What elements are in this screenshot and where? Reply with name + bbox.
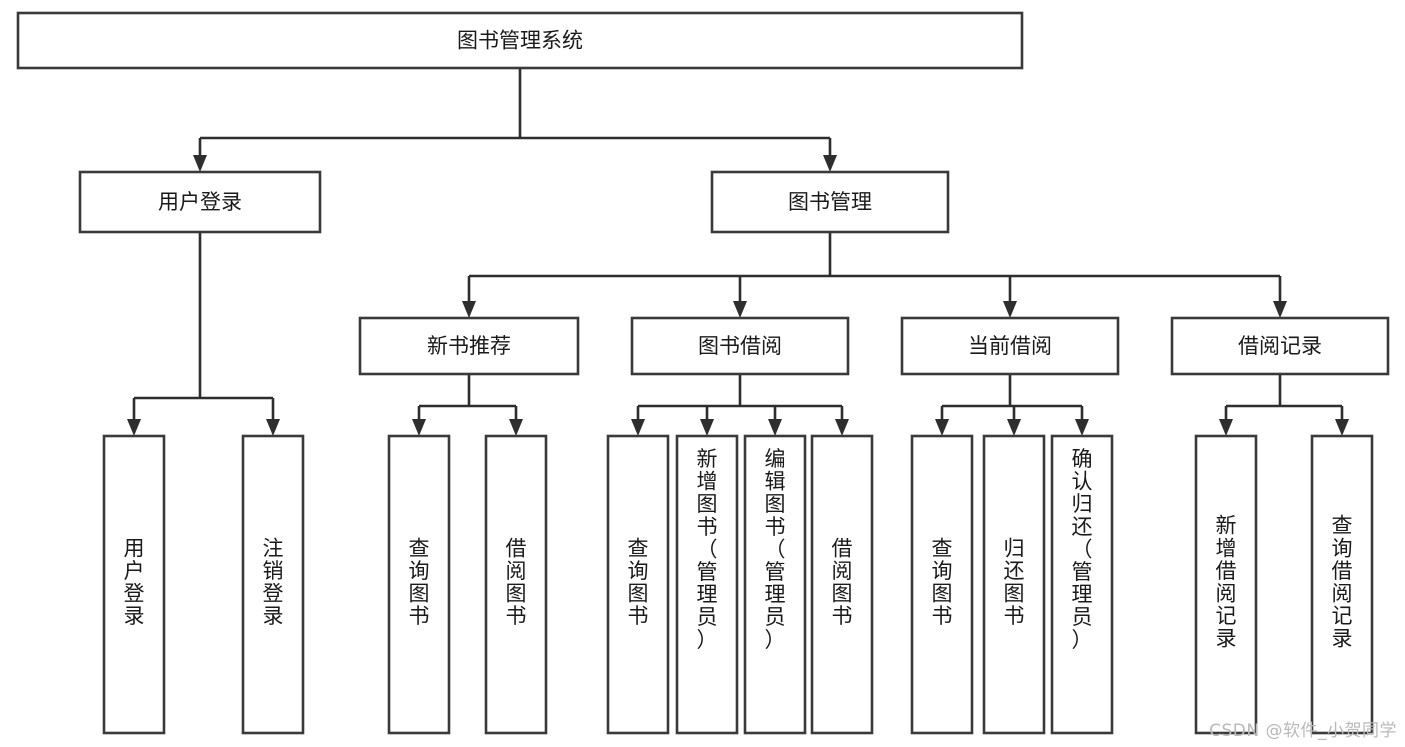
- arrowhead: [266, 419, 280, 436]
- node-label-book-manage: 图书管理: [788, 190, 872, 214]
- arrowhead: [127, 419, 141, 436]
- node-leaf-return-book[interactable]: 归还图书: [982, 434, 1046, 735]
- arrowhead: [1219, 419, 1233, 436]
- node-box-leaf-borrow-book-2: [810, 434, 874, 735]
- node-box-leaf-query-book-1: [387, 434, 451, 735]
- node-label-new-book-rec: 新书推荐: [427, 334, 511, 358]
- node-leaf-query-book-2[interactable]: 查询图书: [606, 434, 670, 735]
- node-box-leaf-query-book-3: [910, 434, 974, 735]
- node-label-leaf-query-book-3: 查询图书: [932, 536, 953, 628]
- node-box-borrow-record: [1170, 316, 1390, 376]
- node-leaf-confirm-return[interactable]: 确认归还（管理员）: [1050, 434, 1114, 735]
- arrowhead: [193, 155, 207, 172]
- node-label-leaf-borrow-book-2: 借阅图书: [832, 536, 853, 628]
- node-label-book-borrow: 图书借阅: [698, 334, 782, 358]
- node-root[interactable]: 图书管理系统: [16, 11, 1024, 70]
- node-label-leaf-logout-login: 注销登录: [263, 536, 284, 628]
- node-leaf-user-login[interactable]: 用户登录: [102, 434, 166, 735]
- arrowhead: [1075, 419, 1089, 436]
- node-leaf-add-record[interactable]: 新增借阅记录: [1194, 434, 1258, 735]
- arrowhead: [631, 419, 645, 436]
- node-label-leaf-borrow-book-1: 借阅图书: [506, 536, 527, 628]
- node-label-leaf-query-record: 查询借阅记录: [1332, 514, 1353, 651]
- node-new-book-rec[interactable]: 新书推荐: [358, 316, 580, 376]
- node-box-user-login: [78, 170, 322, 234]
- node-label-leaf-add-record: 新增借阅记录: [1216, 514, 1237, 651]
- node-leaf-add-book[interactable]: 新增图书（管理员）: [675, 434, 739, 735]
- node-box-book-borrow: [630, 316, 850, 376]
- node-box-book-manage: [710, 170, 950, 234]
- node-box-leaf-user-login: [102, 434, 166, 735]
- node-label-leaf-add-book: 新增图书（管理员）: [697, 447, 718, 652]
- arrowhead: [733, 301, 747, 318]
- arrowhead: [700, 419, 714, 436]
- node-layer: 图书管理系统用户登录图书管理新书推荐图书借阅当前借阅借阅记录用户登录注销登录查询…: [16, 11, 1390, 735]
- node-leaf-query-record[interactable]: 查询借阅记录: [1310, 434, 1374, 735]
- node-label-leaf-confirm-return: 确认归还（管理员）: [1072, 447, 1093, 652]
- node-label-user-login: 用户登录: [158, 190, 242, 214]
- node-box-current-borrow: [900, 316, 1120, 376]
- arrowhead: [768, 419, 782, 436]
- node-box-leaf-query-book-2: [606, 434, 670, 735]
- node-book-borrow[interactable]: 图书借阅: [630, 316, 850, 376]
- node-label-leaf-edit-book: 编辑图书（管理员）: [765, 447, 786, 652]
- node-label-root: 图书管理系统: [457, 29, 583, 53]
- arrowhead: [509, 419, 523, 436]
- node-box-leaf-add-record: [1194, 434, 1258, 735]
- node-label-leaf-return-book: 归还图书: [1004, 536, 1025, 628]
- node-label-leaf-user-login: 用户登录: [124, 536, 145, 628]
- node-leaf-query-book-1[interactable]: 查询图书: [387, 434, 451, 735]
- node-box-leaf-edit-book: [743, 434, 807, 735]
- node-leaf-query-book-3[interactable]: 查询图书: [910, 434, 974, 735]
- node-user-login[interactable]: 用户登录: [78, 170, 322, 234]
- node-label-current-borrow: 当前借阅: [968, 334, 1052, 358]
- node-leaf-borrow-book-2[interactable]: 借阅图书: [810, 434, 874, 735]
- node-box-leaf-query-record: [1310, 434, 1374, 735]
- node-label-leaf-query-book-2: 查询图书: [628, 536, 649, 628]
- arrowhead: [1335, 419, 1349, 436]
- node-box-leaf-add-book: [675, 434, 739, 735]
- node-box-leaf-logout-login: [241, 434, 305, 735]
- connector-layer: [127, 68, 1349, 436]
- node-box-root: [16, 11, 1024, 70]
- arrowhead: [1003, 301, 1017, 318]
- arrowhead: [462, 301, 476, 318]
- arrowhead: [1007, 419, 1021, 436]
- node-box-new-book-rec: [358, 316, 580, 376]
- node-leaf-logout-login[interactable]: 注销登录: [241, 434, 305, 735]
- node-label-borrow-record: 借阅记录: [1238, 334, 1322, 358]
- arrowhead: [823, 155, 837, 172]
- node-book-manage[interactable]: 图书管理: [710, 170, 950, 234]
- node-label-leaf-query-book-1: 查询图书: [409, 536, 430, 628]
- arrowhead: [1273, 301, 1287, 318]
- node-box-leaf-borrow-book-1: [484, 434, 548, 735]
- node-leaf-borrow-book-1[interactable]: 借阅图书: [484, 434, 548, 735]
- node-borrow-record[interactable]: 借阅记录: [1170, 316, 1390, 376]
- csdn-watermark: CSDN @软件_小贺同学: [1209, 721, 1397, 741]
- node-current-borrow[interactable]: 当前借阅: [900, 316, 1120, 376]
- arrowhead: [935, 419, 949, 436]
- node-leaf-edit-book[interactable]: 编辑图书（管理员）: [743, 434, 807, 735]
- node-box-leaf-confirm-return: [1050, 434, 1114, 735]
- node-box-leaf-return-book: [982, 434, 1046, 735]
- arrowhead: [835, 419, 849, 436]
- arrowhead: [412, 419, 426, 436]
